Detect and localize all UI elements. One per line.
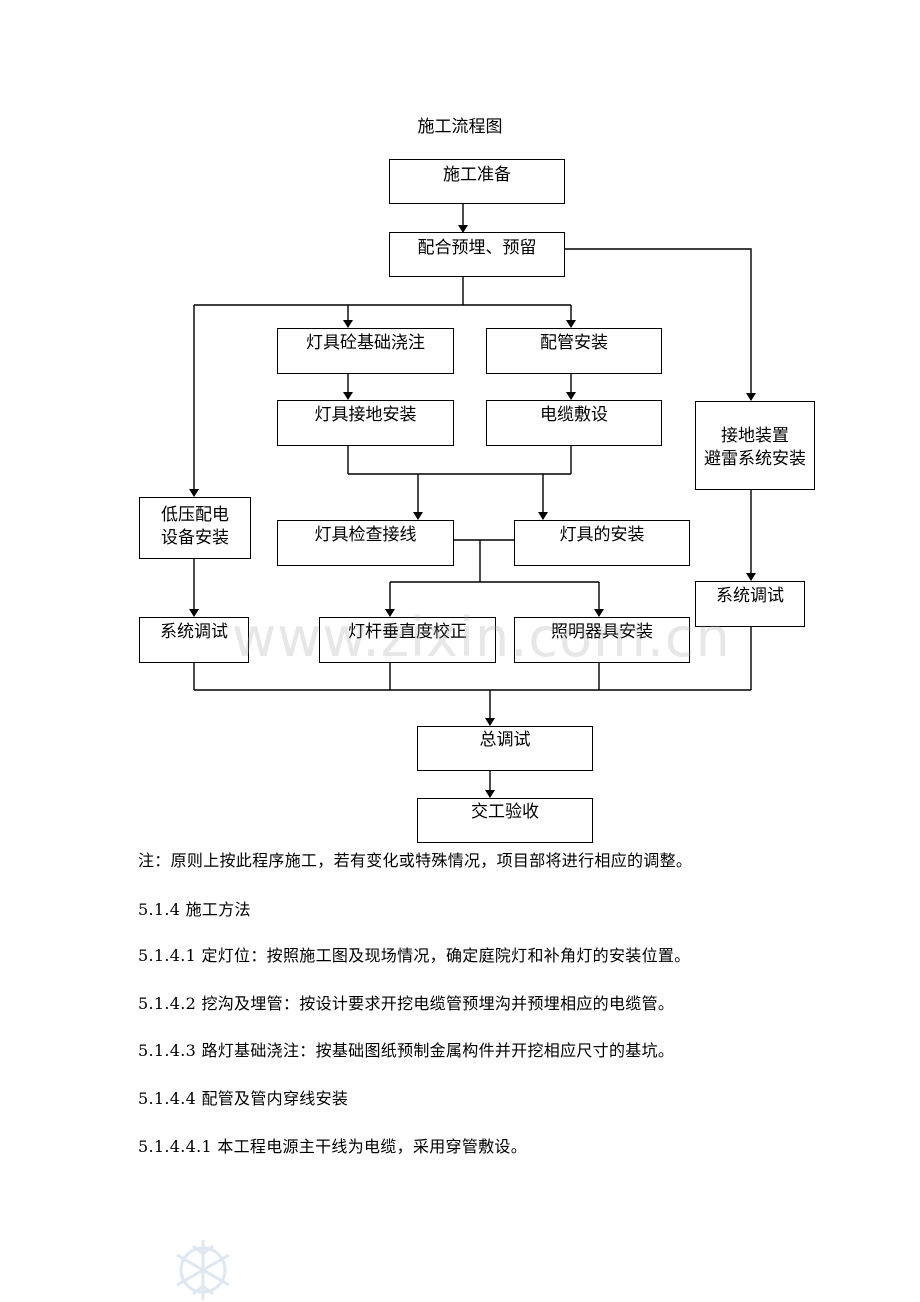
- flowchart-title: 施工流程图: [417, 117, 503, 137]
- box-prep: 施工准备: [389, 159, 565, 204]
- section-heading: 5.1.4 施工方法: [138, 900, 251, 919]
- paragraph-5-1-4-4-1: 5.1.4.4.1 本工程电源主干线为电缆，采用穿管敷设。: [138, 1137, 528, 1156]
- box-system-test-right: 系统调试: [695, 581, 805, 627]
- paragraph-5-1-4-4: 5.1.4.4 配管及管内穿线安装: [138, 1089, 349, 1108]
- box-pole-correction: 灯杆垂直度校正: [319, 617, 496, 663]
- arrow-embed-grounding: [540, 248, 756, 401]
- watermark: www.zixin.com.cn: [232, 606, 731, 669]
- snowflake-logo-icon: [176, 1240, 230, 1300]
- box-low-voltage: 低压配电设备安装: [139, 497, 251, 559]
- box-handover: 交工验收: [417, 798, 593, 843]
- note-line: 注：原则上按此程序施工，若有变化或特殊情况，项目部将进行相应的调整。: [138, 851, 693, 870]
- box-lamp-install: 灯具的安装: [514, 520, 690, 566]
- box-embed: 配合预埋、预留: [389, 232, 565, 277]
- box-system-test-left: 系统调试: [139, 617, 249, 663]
- box-grounding: 接地装置避雷系统安装: [695, 401, 815, 490]
- paragraph-5-1-4-2: 5.1.4.2 挖沟及埋管：按设计要求开挖电缆管预埋沟并预埋相应的电缆管。: [138, 994, 675, 1013]
- box-conduit: 配管安装: [486, 328, 662, 374]
- paragraph-5-1-4-1: 5.1.4.1 定灯位：按照施工图及现场情况，确定庭院灯和补角灯的安装位置。: [138, 946, 691, 965]
- box-lamp-check: 灯具检查接线: [277, 520, 454, 566]
- box-lighting-install: 照明器具安装: [514, 617, 690, 663]
- box-lamp-ground: 灯具接地安装: [277, 400, 454, 446]
- box-cable: 电缆敷设: [486, 400, 662, 446]
- box-lamp-foundation: 灯具砼基础浇注: [277, 328, 454, 374]
- box-total-test: 总调试: [417, 726, 593, 771]
- paragraph-5-1-4-3: 5.1.4.3 路灯基础浇注：按基础图纸预制金属构件并开挖相应尺寸的基坑。: [138, 1041, 675, 1060]
